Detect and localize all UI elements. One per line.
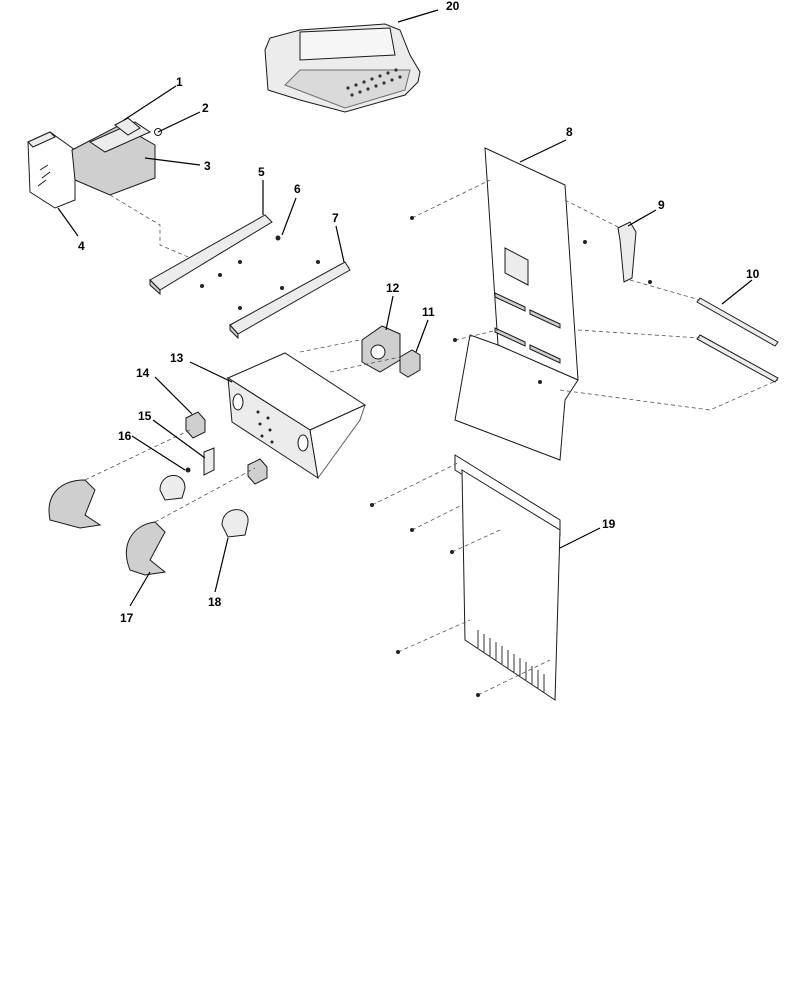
assembly-path-cover-17b [154, 467, 256, 523]
part-8-panel [454, 147, 579, 461]
leader-16 [131, 435, 186, 471]
leader-18 [214, 537, 229, 593]
callout-12: 12 [386, 281, 400, 295]
assembly-path-switch [329, 356, 401, 373]
callout-7: 7 [332, 211, 339, 225]
leader-3 [144, 157, 201, 166]
callout-15: 15 [138, 409, 152, 423]
part-17-light-cover [48, 479, 167, 576]
callout-3: 3 [204, 159, 211, 173]
callout-10: 10 [746, 267, 760, 281]
callout-13: 13 [170, 351, 184, 365]
leader-4 [57, 207, 79, 237]
part-4-icemaker-housing [27, 131, 76, 209]
leader-13 [189, 361, 233, 383]
leader-12 [385, 295, 394, 331]
callout-5: 5 [258, 165, 265, 179]
part-19-lower-panel [454, 454, 561, 701]
callout-9: 9 [658, 198, 665, 212]
assembly-path-motor [299, 339, 361, 353]
callout-6: 6 [294, 182, 301, 196]
assembly-path-cover-17a [84, 429, 191, 481]
part-14-socket-right [247, 458, 268, 485]
leader-19 [559, 527, 601, 549]
callout-4: 4 [78, 239, 85, 253]
part-14-socket [185, 411, 206, 439]
part-16-bulb [159, 467, 191, 501]
leader-11 [415, 319, 429, 353]
leader-8 [519, 139, 567, 163]
callout-labels: 20 1 2 3 4 5 6 7 8 9 10 11 12 13 14 15 1… [78, 0, 760, 625]
leader-7 [335, 225, 345, 263]
callout-18: 18 [208, 595, 222, 609]
leader-14 [154, 376, 193, 415]
leader-lines [57, 9, 753, 607]
part-9-bracket [617, 221, 637, 283]
part-10-strips [696, 297, 779, 383]
callout-14: 14 [136, 366, 150, 380]
part-5-rail [149, 214, 273, 296]
callout-1: 1 [176, 75, 183, 89]
callout-19: 19 [602, 517, 616, 531]
leader-1 [123, 85, 177, 121]
part-15-clip [203, 447, 215, 476]
part-20-top-cover [264, 23, 421, 113]
assembly-path-panel-screws [411, 179, 499, 341]
part-3-icemaker-body [71, 121, 156, 196]
callout-20: 20 [446, 0, 460, 13]
assembly-path-panel [559, 199, 779, 411]
leader-10 [721, 279, 753, 305]
leader-9 [627, 209, 657, 227]
part-7-rail [229, 260, 351, 340]
part-12-motor [361, 325, 401, 373]
lower-panel-screws [370, 503, 480, 697]
leader-20 [397, 9, 439, 23]
callout-16: 16 [118, 429, 132, 443]
assembly-path-icemaker [109, 194, 201, 263]
leader-6 [281, 197, 297, 236]
callout-8: 8 [566, 125, 573, 139]
part-1-bracket [114, 117, 141, 136]
callout-11: 11 [422, 305, 435, 319]
panel-screws [410, 216, 652, 384]
leader-17 [129, 571, 151, 607]
part-11-switch [399, 349, 421, 378]
callout-17: 17 [120, 611, 134, 625]
leader-15 [152, 419, 206, 459]
callout-2: 2 [202, 101, 209, 115]
part-6-screw [200, 235, 281, 288]
part-18-bulb [221, 509, 249, 538]
part-13-housing [226, 352, 367, 480]
leader-2 [157, 111, 201, 133]
